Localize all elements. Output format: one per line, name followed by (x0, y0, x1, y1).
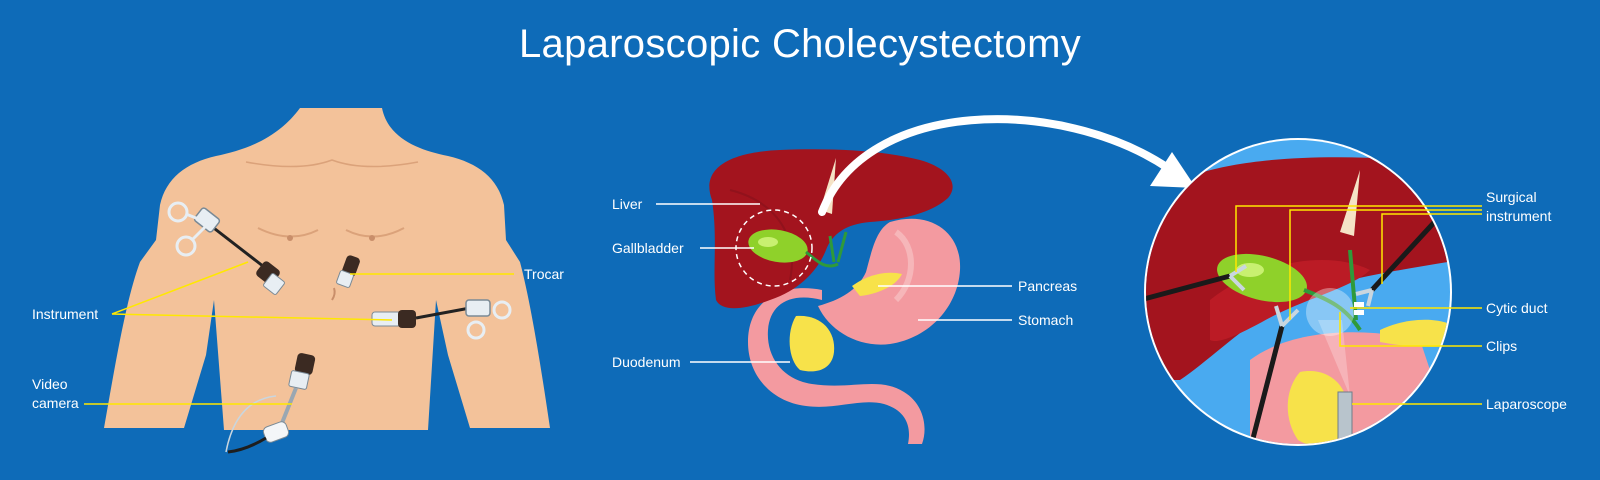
leader-clips (1339, 312, 1482, 347)
label-liver: Liver (612, 196, 643, 212)
center-leaders (656, 203, 1012, 363)
instrument-handle-right (465, 299, 491, 317)
leader-instrument-2 (111, 313, 393, 321)
magnified-pancreas (1380, 319, 1450, 347)
leader-instrument-1 (111, 261, 249, 315)
label-gallbladder: Gallbladder (612, 240, 684, 256)
light-cable (225, 395, 277, 453)
instrument-shaft-left (205, 220, 269, 272)
incision (331, 287, 336, 301)
label-pancreas: Pancreas (1018, 278, 1078, 294)
label-stomach: Stomach (1018, 312, 1074, 328)
camera-cable (227, 436, 267, 454)
trocar-port-right (398, 310, 416, 328)
magnified-light-glow (1306, 288, 1354, 336)
pancreas-shape (852, 272, 902, 296)
label-surgical-instrument-line2: instrument (1486, 208, 1552, 224)
center-trocar (336, 255, 360, 288)
label-duodenum: Duodenum (612, 354, 681, 370)
grip-ring-top (167, 201, 189, 223)
right-leaders (1235, 205, 1482, 405)
bile-ducts (805, 231, 848, 268)
camera-assembly (225, 353, 316, 454)
magnified-ligament (1340, 170, 1360, 236)
liver-shade (729, 189, 793, 281)
trocar-valve-left (263, 273, 285, 295)
grip-ring-bottom (175, 235, 197, 257)
grip-arms (185, 212, 208, 242)
duodenum-yellow (789, 315, 835, 372)
trocar-port-center (342, 255, 360, 277)
torso-figure (104, 108, 550, 430)
label-surgical-instrument-line1: Surgical (1486, 189, 1537, 205)
left-instrument (167, 201, 285, 295)
label-cytic-duct: Cytic duct (1486, 300, 1548, 316)
instrument-shaft-right (415, 306, 471, 320)
grasper-left (1228, 264, 1248, 292)
clip-2 (1354, 310, 1364, 315)
laparoscope-beam (1318, 320, 1350, 396)
trocar-valve-center (336, 270, 354, 288)
clip-1 (1354, 302, 1364, 307)
liver-shape (709, 149, 953, 309)
grip-ring-right-2 (466, 320, 486, 340)
curved-arrow-icon (818, 115, 1196, 216)
duodenum-shape (748, 288, 925, 444)
magnified-duodenum-yellow (1287, 371, 1349, 444)
camera-shaft (278, 387, 298, 429)
nipple-left (287, 235, 293, 241)
video-camera-head (262, 421, 290, 443)
grasper-top (1355, 288, 1374, 307)
instrument-handle-left (193, 207, 221, 233)
page-title: Laparoscopic Cholecystectomy (519, 22, 1081, 66)
label-video-camera-line2: camera (32, 395, 79, 411)
label-laparoscope: Laparoscope (1486, 396, 1567, 412)
magnified-instrument-left (1146, 273, 1231, 303)
magnified-instrument-bottom (1247, 325, 1285, 444)
label-clips: Clips (1486, 338, 1518, 354)
right-instrument (371, 299, 512, 340)
label-instrument: Instrument (32, 306, 99, 322)
stomach-highlight (893, 229, 914, 303)
magnified-instrument-top (1370, 214, 1442, 292)
left-leaders (84, 261, 514, 405)
nipple-right (369, 235, 375, 241)
trocar-port-camera (294, 353, 316, 375)
gallbladder-highlight (758, 237, 778, 247)
center-organs (709, 149, 961, 444)
magnified-view (1144, 138, 1452, 446)
laparoscope-tube (1337, 391, 1353, 444)
trocar-valve-camera (288, 370, 310, 390)
grip-ring-right-1 (492, 300, 512, 320)
torso-body (104, 108, 550, 430)
collarbone-line (245, 159, 419, 168)
leader-surgical-2 (1289, 209, 1482, 320)
label-video-camera-line1: Video (32, 376, 68, 392)
leader-surgical-3 (1381, 213, 1482, 284)
leader-surgical-1 (1235, 205, 1482, 272)
label-trocar: Trocar (524, 266, 564, 282)
